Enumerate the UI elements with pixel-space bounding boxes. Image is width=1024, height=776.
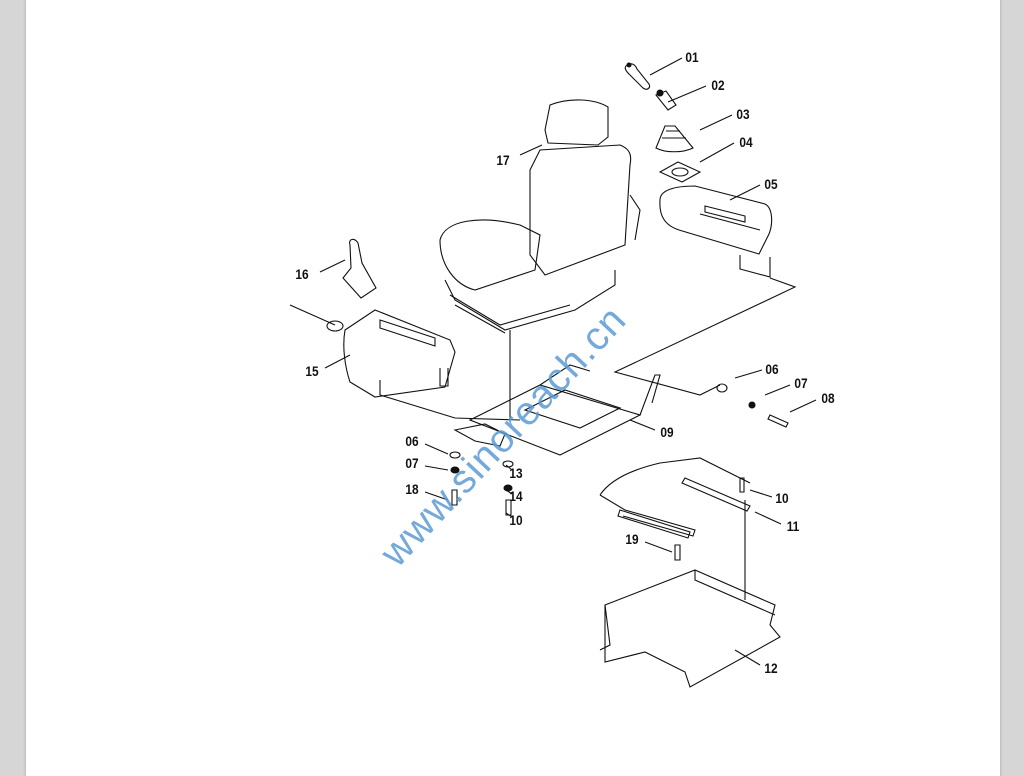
callout-07-left: 07 xyxy=(405,455,419,471)
callout-02: 02 xyxy=(711,77,725,93)
callout-16: 16 xyxy=(295,266,309,282)
callout-08: 08 xyxy=(821,390,835,406)
leader-lines xyxy=(319,57,817,666)
callout-09: 09 xyxy=(660,424,674,440)
part-05-right-console xyxy=(659,185,773,278)
callout-19: 19 xyxy=(625,531,639,547)
callout-17: 17 xyxy=(496,152,510,168)
part-04-plate xyxy=(658,161,702,183)
part-12-seat-base xyxy=(599,569,781,688)
part-07-lockwasher-right xyxy=(748,401,756,409)
part-16-joystick xyxy=(289,238,377,332)
callout-12: 12 xyxy=(764,660,778,676)
callout-04: 04 xyxy=(739,134,753,150)
part-11-slide-rails xyxy=(599,457,751,539)
callout-18: 18 xyxy=(405,481,419,497)
part-06-washer-right xyxy=(716,383,728,393)
part-01-knob-strap xyxy=(624,62,651,90)
part-08-bolt-right xyxy=(767,414,789,428)
part-02-grip xyxy=(655,89,677,111)
callout-07-right: 07 xyxy=(794,375,808,391)
callout-03: 03 xyxy=(736,106,750,122)
part-10-19-bolts xyxy=(674,477,745,561)
part-09-mounting-bracket xyxy=(453,364,661,456)
callout-06-right: 06 xyxy=(765,361,779,377)
part-13-14-10-center-fasteners xyxy=(502,460,514,516)
part-03-boot xyxy=(655,125,694,153)
callout-05: 05 xyxy=(764,176,778,192)
part-15-left-console xyxy=(343,309,456,398)
callout-11: 11 xyxy=(786,518,800,534)
callout-13: 13 xyxy=(509,465,523,481)
callout-10-center: 10 xyxy=(509,512,523,528)
document-page xyxy=(26,0,1000,776)
callout-01: 01 xyxy=(685,49,699,65)
callout-14: 14 xyxy=(509,488,523,504)
callout-15: 15 xyxy=(305,363,319,379)
part-06-07-18-left-fasteners xyxy=(449,451,461,506)
part-17-seat xyxy=(439,99,641,334)
callout-10-right: 10 xyxy=(775,490,789,506)
callout-06-left: 06 xyxy=(405,433,419,449)
